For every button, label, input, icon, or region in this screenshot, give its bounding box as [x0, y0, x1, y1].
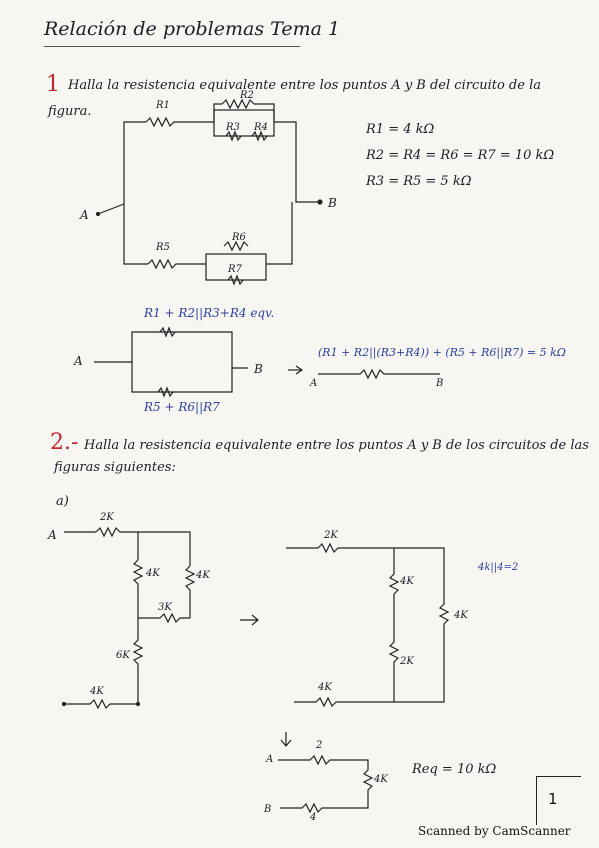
- step2-label-2k: 2K: [324, 530, 338, 541]
- node-b: B: [328, 196, 337, 210]
- problem2-statement: Halla la resistencia equivalente entre l…: [84, 438, 589, 453]
- label-r6: R6: [232, 232, 246, 243]
- label-r2: R2: [240, 90, 254, 101]
- label-r5: R5: [156, 242, 170, 253]
- step3-label-4: 4: [310, 812, 317, 823]
- simplified-node-b: B: [254, 362, 263, 376]
- label-r3: R3: [226, 122, 240, 133]
- label-r1: R1: [156, 100, 170, 111]
- step3-node-a: A: [266, 754, 274, 765]
- step3-label-4k: 4K: [374, 774, 388, 785]
- problem1-statement-cont: figura.: [48, 104, 92, 119]
- result-node-b: B: [436, 378, 444, 389]
- p2-label-4k-bottom: 4K: [90, 686, 104, 697]
- step2-label-2k-b: 2K: [400, 656, 414, 667]
- value-r3: R3 = R5 = 5 kΩ: [366, 174, 472, 189]
- p2-label-3k: 3K: [158, 602, 172, 613]
- simplified-node-a: A: [74, 354, 83, 368]
- label-r4: R4: [254, 122, 268, 133]
- problem2-statement-cont: figuras siguientes:: [54, 460, 176, 475]
- p2-node-a: A: [48, 528, 57, 542]
- problem1-number: 1: [46, 72, 60, 97]
- result-node-a: A: [310, 378, 318, 389]
- step2-label-4k: 4K: [400, 576, 414, 587]
- node-a: A: [80, 208, 89, 222]
- equivalent-resistance: Req = 10 kΩ: [412, 762, 497, 777]
- value-r2: R2 = R4 = R6 = R7 = 10 kΩ: [366, 148, 555, 163]
- label-r7: R7: [228, 264, 242, 275]
- p2-label-4k-b: 4K: [196, 570, 210, 581]
- value-r1: R1 = 4 kΩ: [366, 122, 435, 137]
- step3-node-b: B: [264, 804, 272, 815]
- sub-problem-a: a): [56, 494, 69, 509]
- page-number: 1: [548, 790, 558, 808]
- step3-label-2: 2: [316, 740, 323, 751]
- step2-label-4k-right: 4K: [454, 610, 468, 621]
- page-title: Relación de problemas Tema 1: [44, 18, 341, 40]
- page-number-box: [536, 776, 581, 825]
- problem2-number: 2.-: [50, 430, 79, 455]
- problem1-result: (R1 + R2||(R3+R4)) + (R5 + R6||R7) = 5 k…: [318, 346, 566, 359]
- step2-note: 4k||4=2: [478, 562, 519, 573]
- p2-label-6k: 6K: [116, 650, 130, 661]
- p2-label-2k: 2K: [100, 512, 114, 523]
- step2-label-4k-bottom: 4K: [318, 682, 332, 693]
- scanner-watermark: Scanned by CamScanner: [418, 824, 571, 838]
- problem1-statement: Halla la resistencia equivalente entre l…: [68, 78, 541, 93]
- p2-label-4k: 4K: [146, 568, 160, 579]
- title-underline: [44, 46, 300, 47]
- simplified-top-label: R1 + R2||R3+R4 eqv.: [144, 306, 275, 320]
- simplified-bottom-label: R5 + R6||R7: [144, 400, 220, 414]
